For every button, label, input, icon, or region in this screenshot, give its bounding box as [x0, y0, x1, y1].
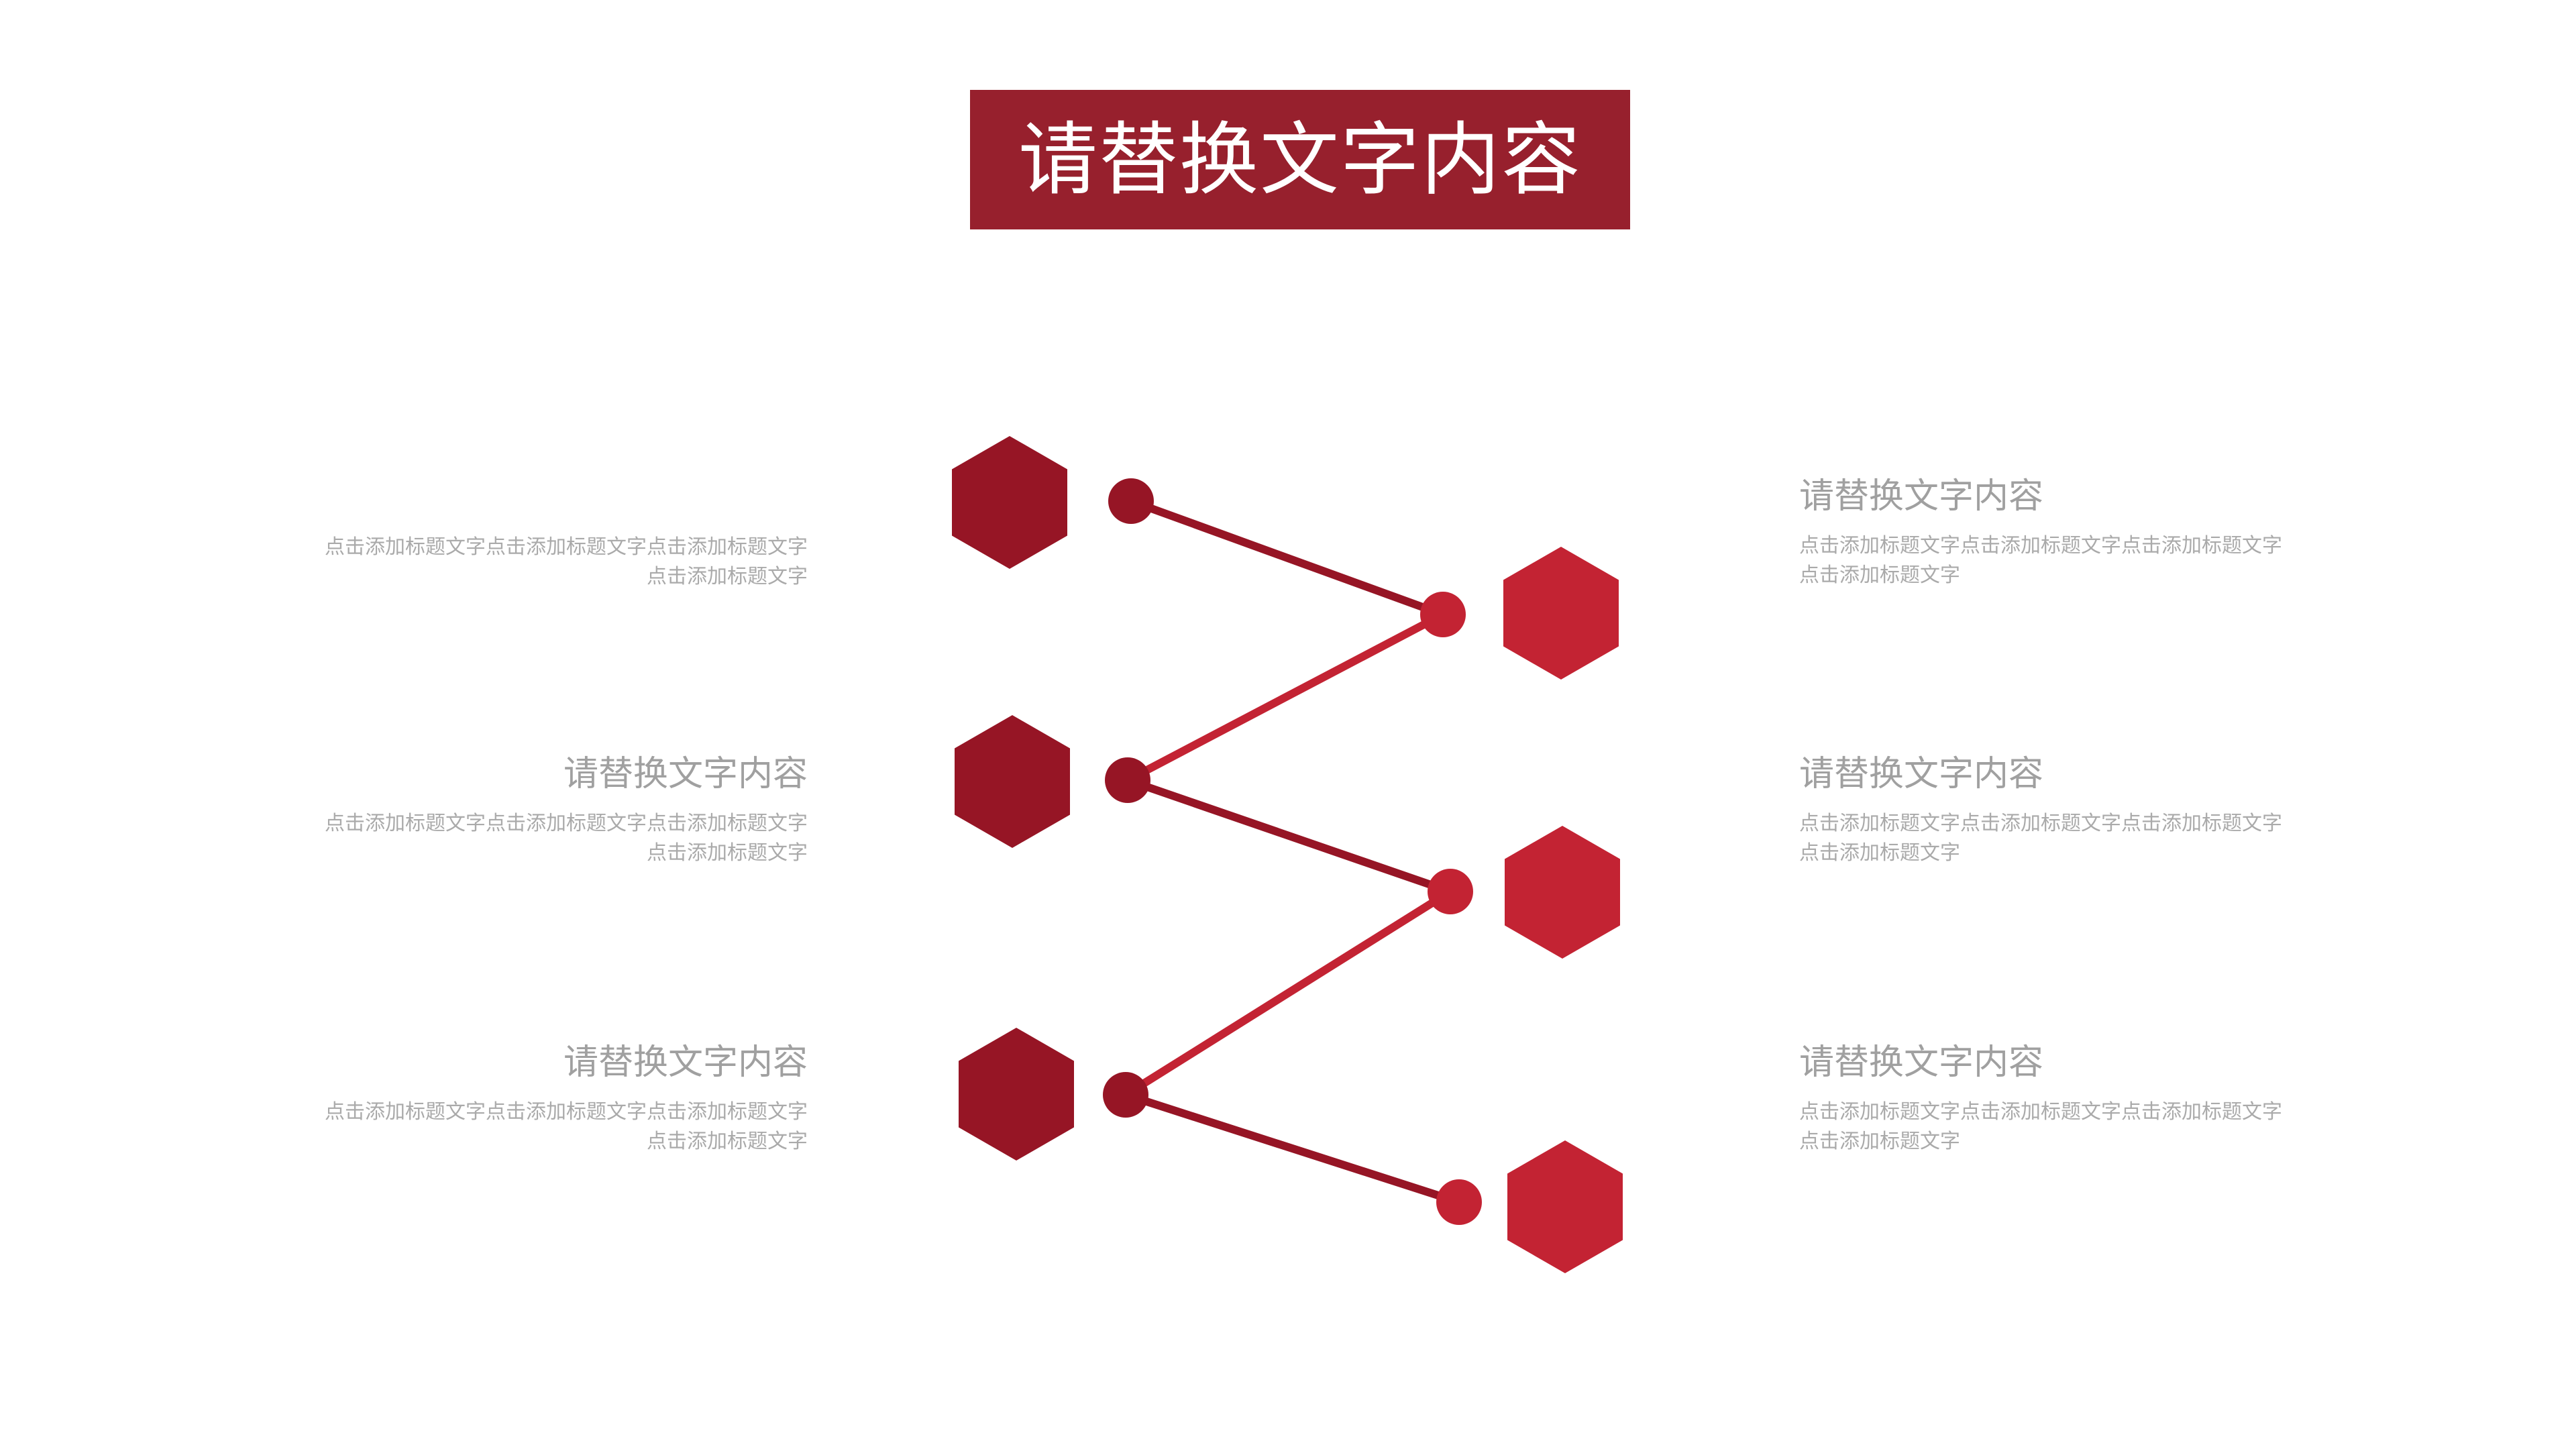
- right-item-3-body[interactable]: 点击添加标题文字点击添加标题文字点击添加标题文字点击添加标题文字: [1799, 1100, 2282, 1153]
- connector-line-2: [1124, 610, 1447, 784]
- left-item-3: 请替换文字内容 点击添加标题文字点击添加标题文字点击添加标题文字点击添加标题文字: [322, 1042, 808, 1157]
- slide-title[interactable]: 请替换文字内容: [1018, 113, 1582, 206]
- right-item-2-heading[interactable]: 请替换文字内容: [1799, 754, 2044, 794]
- node-dots: [1103, 478, 1482, 1225]
- left-item-2: 请替换文字内容 点击添加标题文字点击添加标题文字点击添加标题文字点击添加标题文字: [322, 754, 808, 868]
- hexagon-right-2[interactable]: [1505, 826, 1620, 959]
- connector-line-4: [1122, 888, 1454, 1099]
- hexagon-left-1[interactable]: [952, 436, 1067, 569]
- right-item-2: 请替换文字内容 点击添加标题文字点击添加标题文字点击添加标题文字点击添加标题文字: [1799, 754, 2285, 868]
- node-dot-right-3: [1436, 1179, 1482, 1225]
- left-item-1-body[interactable]: 点击添加标题文字点击添加标题文字点击添加标题文字点击添加标题文字: [325, 535, 808, 588]
- right-item-3-heading[interactable]: 请替换文字内容: [1799, 1042, 2044, 1083]
- left-item-2-heading[interactable]: 请替换文字内容: [563, 754, 808, 794]
- node-dot-right-2: [1428, 869, 1473, 914]
- title-banner: 请替换文字内容: [970, 90, 1630, 229]
- connector-line-5: [1122, 1091, 1463, 1206]
- hexagon-right-1[interactable]: [1503, 547, 1619, 680]
- connector-line-3: [1124, 776, 1454, 896]
- left-item-3-body[interactable]: 点击添加标题文字点击添加标题文字点击添加标题文字点击添加标题文字: [325, 1100, 808, 1153]
- right-item-1: 请替换文字内容 点击添加标题文字点击添加标题文字点击添加标题文字点击添加标题文字: [1799, 476, 2285, 590]
- node-dot-left-1: [1108, 478, 1154, 524]
- connector-line-1: [1127, 497, 1447, 619]
- connector-lines: [1122, 497, 1463, 1206]
- hexagon-right-3[interactable]: [1507, 1140, 1623, 1273]
- right-item-2-body[interactable]: 点击添加标题文字点击添加标题文字点击添加标题文字点击添加标题文字: [1799, 812, 2282, 865]
- hexagon-left-3[interactable]: [959, 1028, 1074, 1161]
- node-dot-left-2: [1105, 757, 1150, 803]
- left-item-1: 点击添加标题文字点击添加标题文字点击添加标题文字点击添加标题文字: [322, 533, 808, 592]
- left-item-2-body[interactable]: 点击添加标题文字点击添加标题文字点击添加标题文字点击添加标题文字: [325, 812, 808, 865]
- node-dot-right-1: [1420, 592, 1466, 637]
- hexagons: [952, 436, 1623, 1273]
- node-dot-left-3: [1103, 1072, 1148, 1118]
- right-item-3: 请替换文字内容 点击添加标题文字点击添加标题文字点击添加标题文字点击添加标题文字: [1799, 1042, 2285, 1157]
- right-item-1-heading[interactable]: 请替换文字内容: [1799, 476, 2044, 517]
- left-item-3-heading[interactable]: 请替换文字内容: [563, 1042, 808, 1083]
- hexagon-left-2[interactable]: [955, 715, 1070, 848]
- right-item-1-body[interactable]: 点击添加标题文字点击添加标题文字点击添加标题文字点击添加标题文字: [1799, 534, 2282, 587]
